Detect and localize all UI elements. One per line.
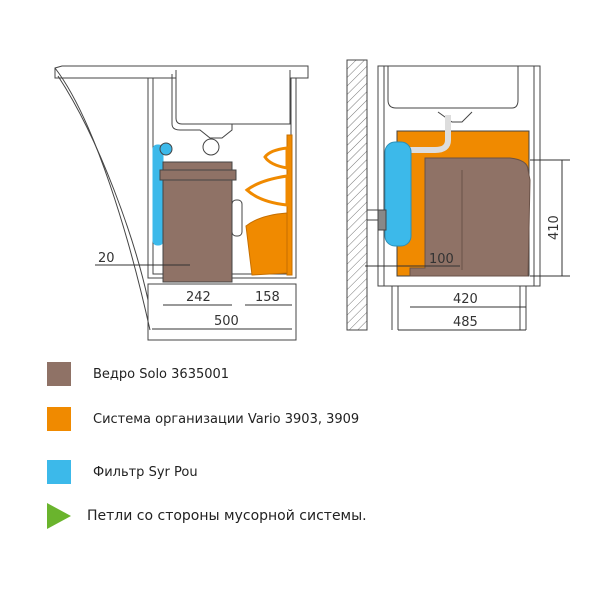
green-triangle-icon (47, 503, 71, 529)
legend-hinges: Петли со стороны мусорной системы. (47, 503, 367, 529)
wall (346, 59, 368, 331)
legend-vario: Система организации Vario 3903, 3909 (47, 407, 359, 431)
legend-label: Система организации Vario 3903, 3909 (93, 411, 360, 427)
front-view: 20 242 158 500 (54, 65, 309, 341)
legend-filter: Фильтр Syr Pou (47, 460, 198, 484)
filter-side (384, 141, 412, 247)
legend-bin: Ведро Solo 3635001 (47, 362, 229, 386)
legend-label: Петли со стороны мусорной системы. (87, 508, 367, 524)
dim-total-depth: 485 (453, 315, 478, 330)
dim-vario-width: 158 (255, 290, 280, 305)
brown-square-icon (47, 362, 71, 386)
side-view: 100 420 485 410 (346, 59, 570, 331)
filter-front (152, 144, 164, 246)
dim-offset-right: 100 (429, 252, 454, 267)
dim-bin-depth: 420 (453, 292, 478, 307)
dim-bin-height: 410 (547, 215, 562, 240)
dim-offset-left: 20 (98, 251, 115, 266)
orange-square-icon (47, 407, 71, 431)
dim-bin-width: 242 (186, 290, 211, 305)
legend-label: Ведро Solo 3635001 (93, 366, 230, 382)
blue-square-icon (47, 460, 71, 484)
legend-label: Фильтр Syr Pou (93, 464, 198, 480)
dim-total-width: 500 (214, 314, 239, 329)
bin-front (162, 161, 233, 283)
vario-front (244, 134, 293, 276)
bin-side (409, 157, 531, 277)
